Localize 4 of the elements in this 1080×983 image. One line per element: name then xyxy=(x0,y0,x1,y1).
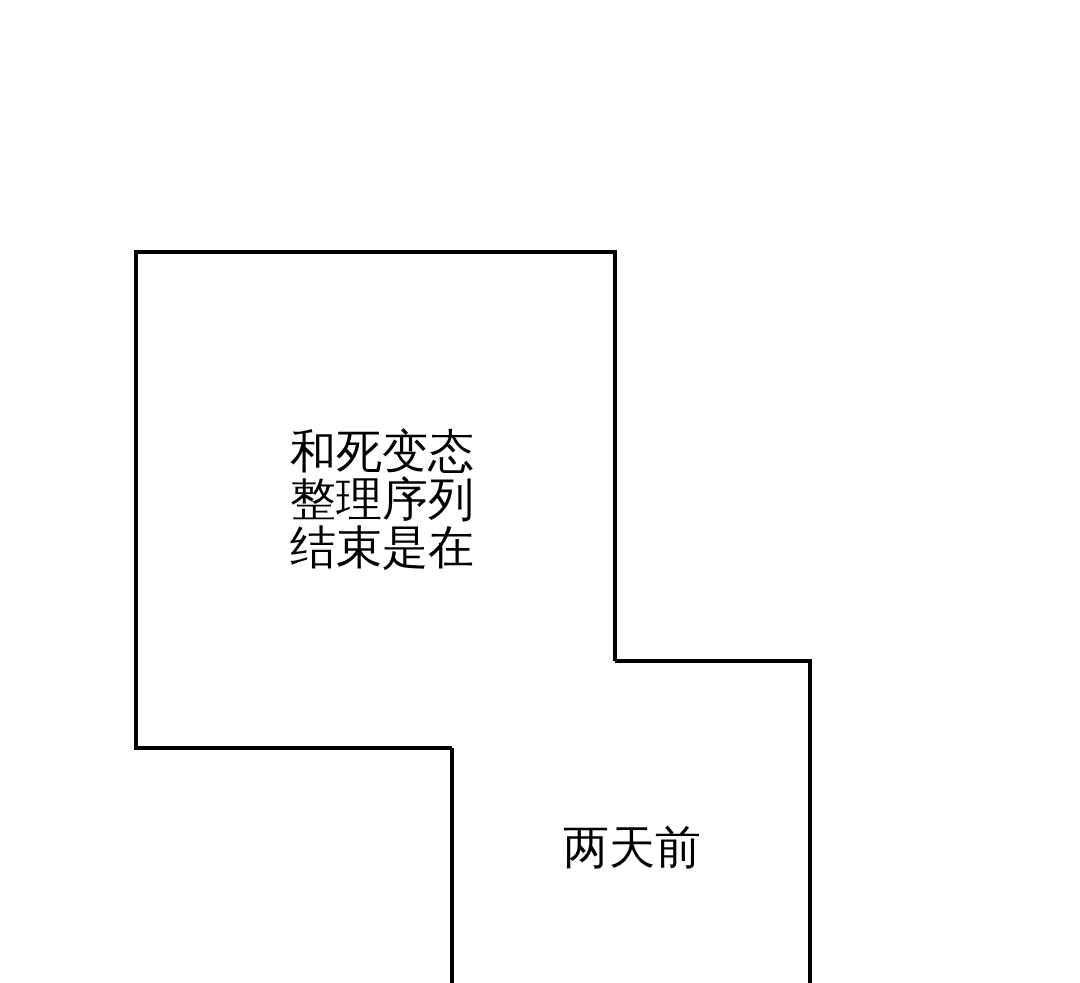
comic-panel xyxy=(452,661,810,983)
comic-panel xyxy=(136,252,615,748)
caption-text: 和死变态整理序列结束是在 xyxy=(289,427,475,571)
caption-text: 两天前 xyxy=(562,823,702,871)
